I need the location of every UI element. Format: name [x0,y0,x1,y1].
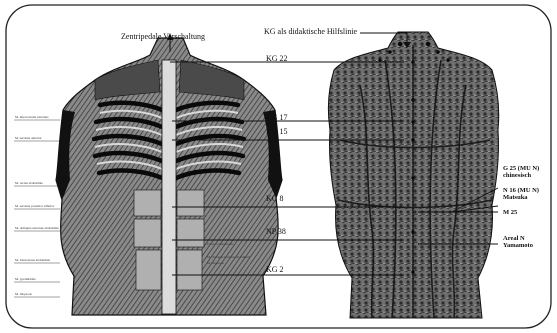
label-kg22: KG 22 [266,55,288,63]
label-np38: NP 38 [266,228,286,236]
anatomy-label: M. obliquus externus abdominis [15,227,59,230]
left-caption: Zentripedale Verschaltung [121,33,205,41]
label-g25: G 25 (MU N) chinesisch [503,165,539,180]
label-kg15: KG 15 [266,128,288,136]
anatomy-label: M. transversus abdominis [15,259,50,262]
anatomy-label: M. intercostalis externus [15,116,48,119]
anatomy-label: Fascia transversalis [207,243,233,246]
anatomy-label: M. iliopsoas [15,293,32,296]
anatomy-label: M. obliquus internus abdominis [207,256,250,259]
anatomy-label: M. pyramidalis [15,278,36,281]
anatomy-label: M. serratus anterior [15,137,42,140]
anatomy-label: M. serratus posterior inferior [15,205,54,208]
label-kg17: KG 17 [266,114,288,122]
label-m25: M 25 [503,209,517,216]
anatomy-label: M. rectus abdominis [15,182,43,185]
label-n16: N 16 (MU N) Matsuka [503,187,539,202]
label-kg2: KG 2 [266,266,284,274]
right-caption: KG als didaktische Hilfslinie [264,28,357,36]
label-kg8: KG 8 [266,195,284,203]
label-areal: Areal N Yamamoto [503,235,533,250]
anatomy-label: M. iliopsoas [207,262,224,265]
